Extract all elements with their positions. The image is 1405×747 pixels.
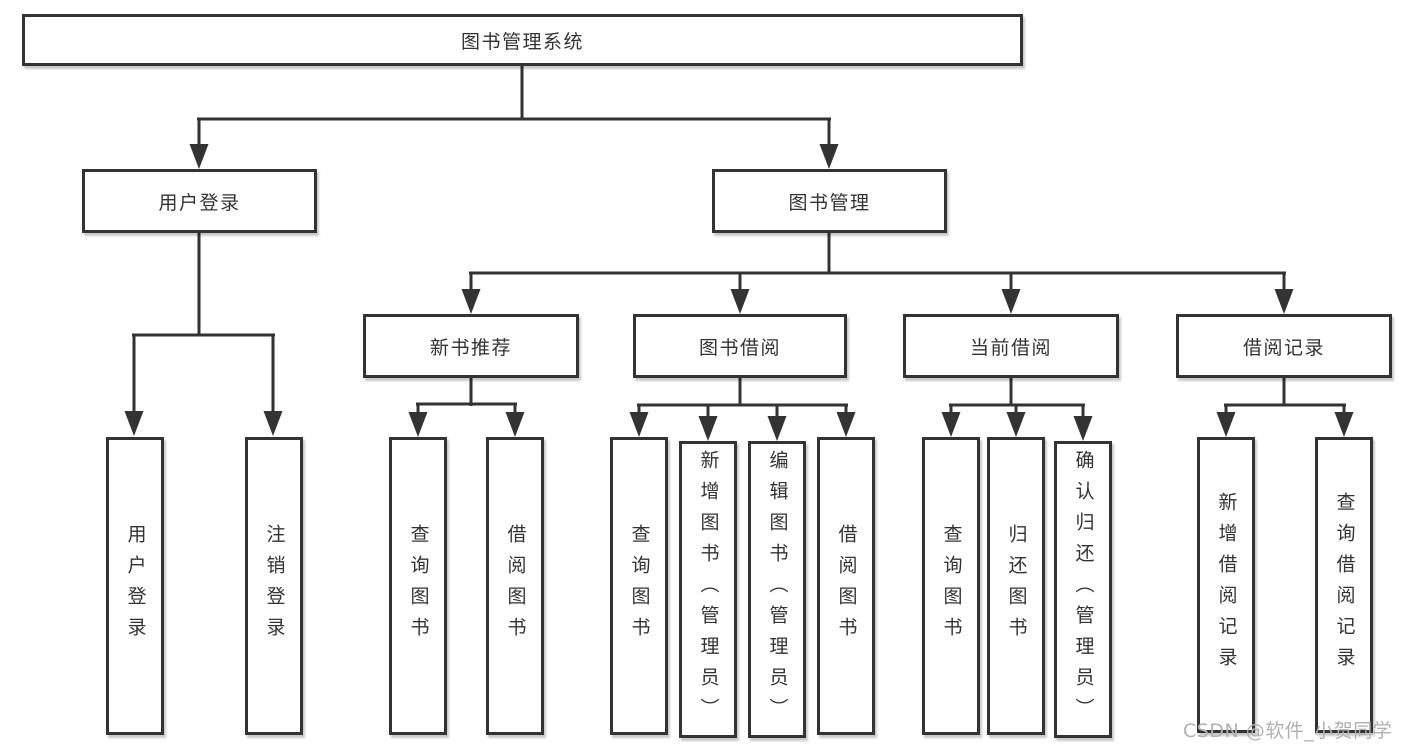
node-logout: 注销登录 [245,437,303,735]
arrowhead-down-icon [263,411,283,436]
node-current-borrowing: 当前借阅 [903,314,1119,378]
node-label: 归还图书 [1005,524,1028,648]
node-add-book-admin: 新增图书（管理员） [679,441,737,738]
arrowhead-down-icon [461,289,481,314]
node-label: 编辑图书（管理员） [766,450,789,729]
node-label: 用户登录 [158,191,241,214]
node-label: 借阅图书 [504,524,527,648]
node-label: 借阅记录 [1242,336,1325,359]
arrowhead-down-icon [1001,289,1021,314]
arrowhead-down-icon [1216,412,1236,437]
node-label: 图书借阅 [698,336,781,359]
node-label: 图书管理 [788,191,871,214]
arrowhead-down-icon [1006,412,1026,437]
arrowhead-down-icon [1334,412,1354,437]
node-label: 图书管理系统 [460,30,584,53]
node-label: 新书推荐 [429,336,512,359]
csdn-watermark: CSDN @软件_小贺同学 [1183,720,1393,742]
node-query-borrow-record: 查询借阅记录 [1315,437,1373,733]
arrowhead-down-icon [124,411,144,436]
node-label: 新增借阅记录 [1215,492,1238,678]
arrowhead-down-icon [629,412,649,437]
node-return-book: 归还图书 [987,437,1045,735]
node-edit-book-admin: 编辑图书（管理员） [748,441,806,738]
node-user-login: 用户登录 [106,437,164,735]
arrowhead-down-icon [408,412,428,437]
arrowhead-down-icon [1073,416,1093,441]
node-borrowing-records: 借阅记录 [1176,314,1392,378]
node-borrow-book-recommend: 借阅图书 [486,437,544,735]
node-add-borrow-record: 新增借阅记录 [1197,437,1255,733]
node-book-management: 图书管理 [712,169,947,233]
node-query-book-borrowing: 查询图书 [610,437,668,735]
node-confirm-return-admin: 确认归还（管理员） [1054,441,1112,738]
node-label: 查询借阅记录 [1333,492,1356,678]
node-label: 查询图书 [940,524,963,648]
node-label: 借阅图书 [835,524,858,648]
arrowhead-down-icon [698,416,718,441]
node-label: 查询图书 [407,524,430,648]
node-borrow-book: 借阅图书 [817,437,875,735]
node-query-book-recommend: 查询图书 [389,437,447,735]
node-query-book-current: 查询图书 [922,437,980,735]
arrowhead-down-icon [730,289,750,314]
arrowhead-down-icon [836,412,856,437]
node-label: 当前借阅 [969,336,1052,359]
node-label: 用户登录 [124,524,147,648]
node-library-management-system: 图书管理系统 [22,14,1023,66]
node-book-borrowing: 图书借阅 [633,314,847,378]
arrowhead-down-icon [819,144,839,169]
node-label: 注销登录 [263,524,286,648]
node-new-book-recommend: 新书推荐 [363,314,579,378]
node-user-login-group: 用户登录 [82,169,317,233]
node-label: 确认归还（管理员） [1072,450,1095,729]
arrowhead-down-icon [767,416,787,441]
node-label: 查询图书 [628,524,651,648]
arrowhead-down-icon [189,144,209,169]
node-label: 新增图书（管理员） [697,450,720,729]
arrowhead-down-icon [941,412,961,437]
arrowhead-down-icon [1274,289,1294,314]
arrowhead-down-icon [505,412,525,437]
